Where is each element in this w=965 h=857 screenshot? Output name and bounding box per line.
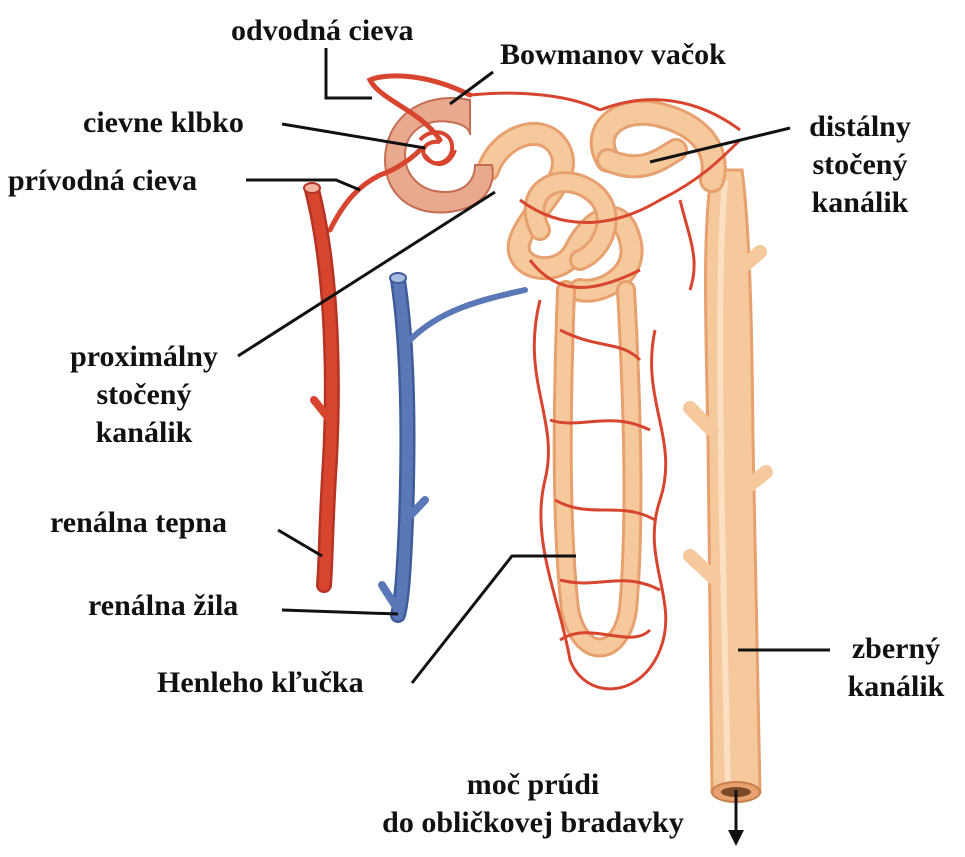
label-moc-prudi-line1: moč prúdi [466,768,600,801]
loop-of-henle [552,280,643,658]
label-cievne-klbko: cievne klbko [83,106,244,139]
label-proximalny-stoceny-kanalik: proximálny stočený kanálik [52,338,236,452]
leader-renalna-tepna [277,528,323,558]
label-zberny-line2: kanálik [847,670,945,703]
label-moc-prudi-line2: do obličkovej bradavky [382,806,684,839]
leader-henleho [410,554,576,684]
label-renalna-zila: renálna žila [88,589,239,622]
leader-distalny [649,126,791,164]
leader-odvodna [324,48,372,100]
label-proximalny-line3: kanálik [95,416,193,449]
label-proximalny-line2: stočený [96,378,192,411]
urine-flow-arrow [728,790,744,846]
label-zberny-line1: zberný [851,632,941,665]
label-zberny-kanalik: zberný kanálik [834,630,958,706]
renal-artery [303,182,340,593]
label-henleho-klucka: Henleho kľučka [157,666,364,699]
label-bowmanov-vacok: Bowmanov vačok [500,38,726,71]
label-privodna-cieva: prívodná cieva [8,164,198,197]
leader-cievne-klbko [281,122,426,150]
label-proximalny-line1: proximálny [70,340,218,373]
label-distalny-stoceny-kanalik: distálny stočený kanálik [795,108,925,222]
label-distalny-line3: kanálik [811,186,909,219]
label-distalny-line1: distálny [809,110,911,143]
leader-privodna [246,178,361,192]
label-odvodna-cieva: odvodná cieva [231,14,414,47]
distal-tubule [589,99,727,193]
leader-bowmanov [449,70,494,106]
proximal-tubule [476,121,644,303]
label-moc-prudi: moč prúdi do obličkovej bradavky [338,766,728,842]
collecting-duct [683,168,773,803]
label-renalna-tepna: renálna tepna [50,506,227,539]
bowmans-capsule [383,97,494,214]
leader-renalna-zila [281,608,399,616]
leader-lines [237,48,830,684]
leader-proximalny [237,190,496,358]
efferent-arteriole [366,73,473,143]
label-distalny-line2: stočený [812,148,908,181]
peritubular-capillaries [469,91,742,691]
renal-vein [378,272,528,623]
afferent-arteriole [327,147,423,233]
